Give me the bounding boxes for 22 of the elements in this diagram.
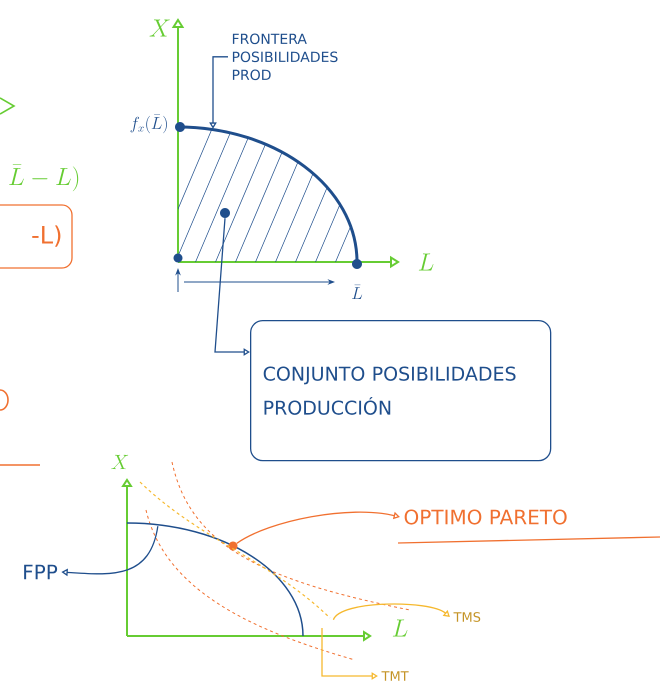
dashed-curve xyxy=(140,482,330,618)
axis-label: $X$ xyxy=(150,20,170,36)
heading-text: FRONTERA POSIBILIDADES PROD xyxy=(232,34,338,80)
axis-label: $f_x(\bar{L})$ xyxy=(130,114,167,134)
curve-label: TMT xyxy=(382,671,409,681)
point xyxy=(352,259,362,269)
axis-label: $\bar{L}$ xyxy=(352,284,362,300)
frontier-curve xyxy=(126,522,304,636)
curve-label: FPP xyxy=(24,564,58,580)
annotation-text: OPTIMO PARETO xyxy=(404,509,567,525)
point xyxy=(174,254,182,262)
axis-label: $L$ xyxy=(418,254,434,270)
point xyxy=(175,122,185,132)
leader-line xyxy=(332,603,450,620)
axis-label: $L$ xyxy=(392,620,408,636)
axis-label: -L) xyxy=(32,225,60,247)
point xyxy=(228,542,238,550)
axis-label: $X$ xyxy=(111,454,128,470)
axis-label: $\bar{L}-L)$ xyxy=(9,164,78,192)
curve-label: TMS xyxy=(454,612,480,622)
point xyxy=(220,208,230,218)
label-box: CONJUNTO POSIBILIDADES PRODUCCIÓN xyxy=(250,320,552,462)
